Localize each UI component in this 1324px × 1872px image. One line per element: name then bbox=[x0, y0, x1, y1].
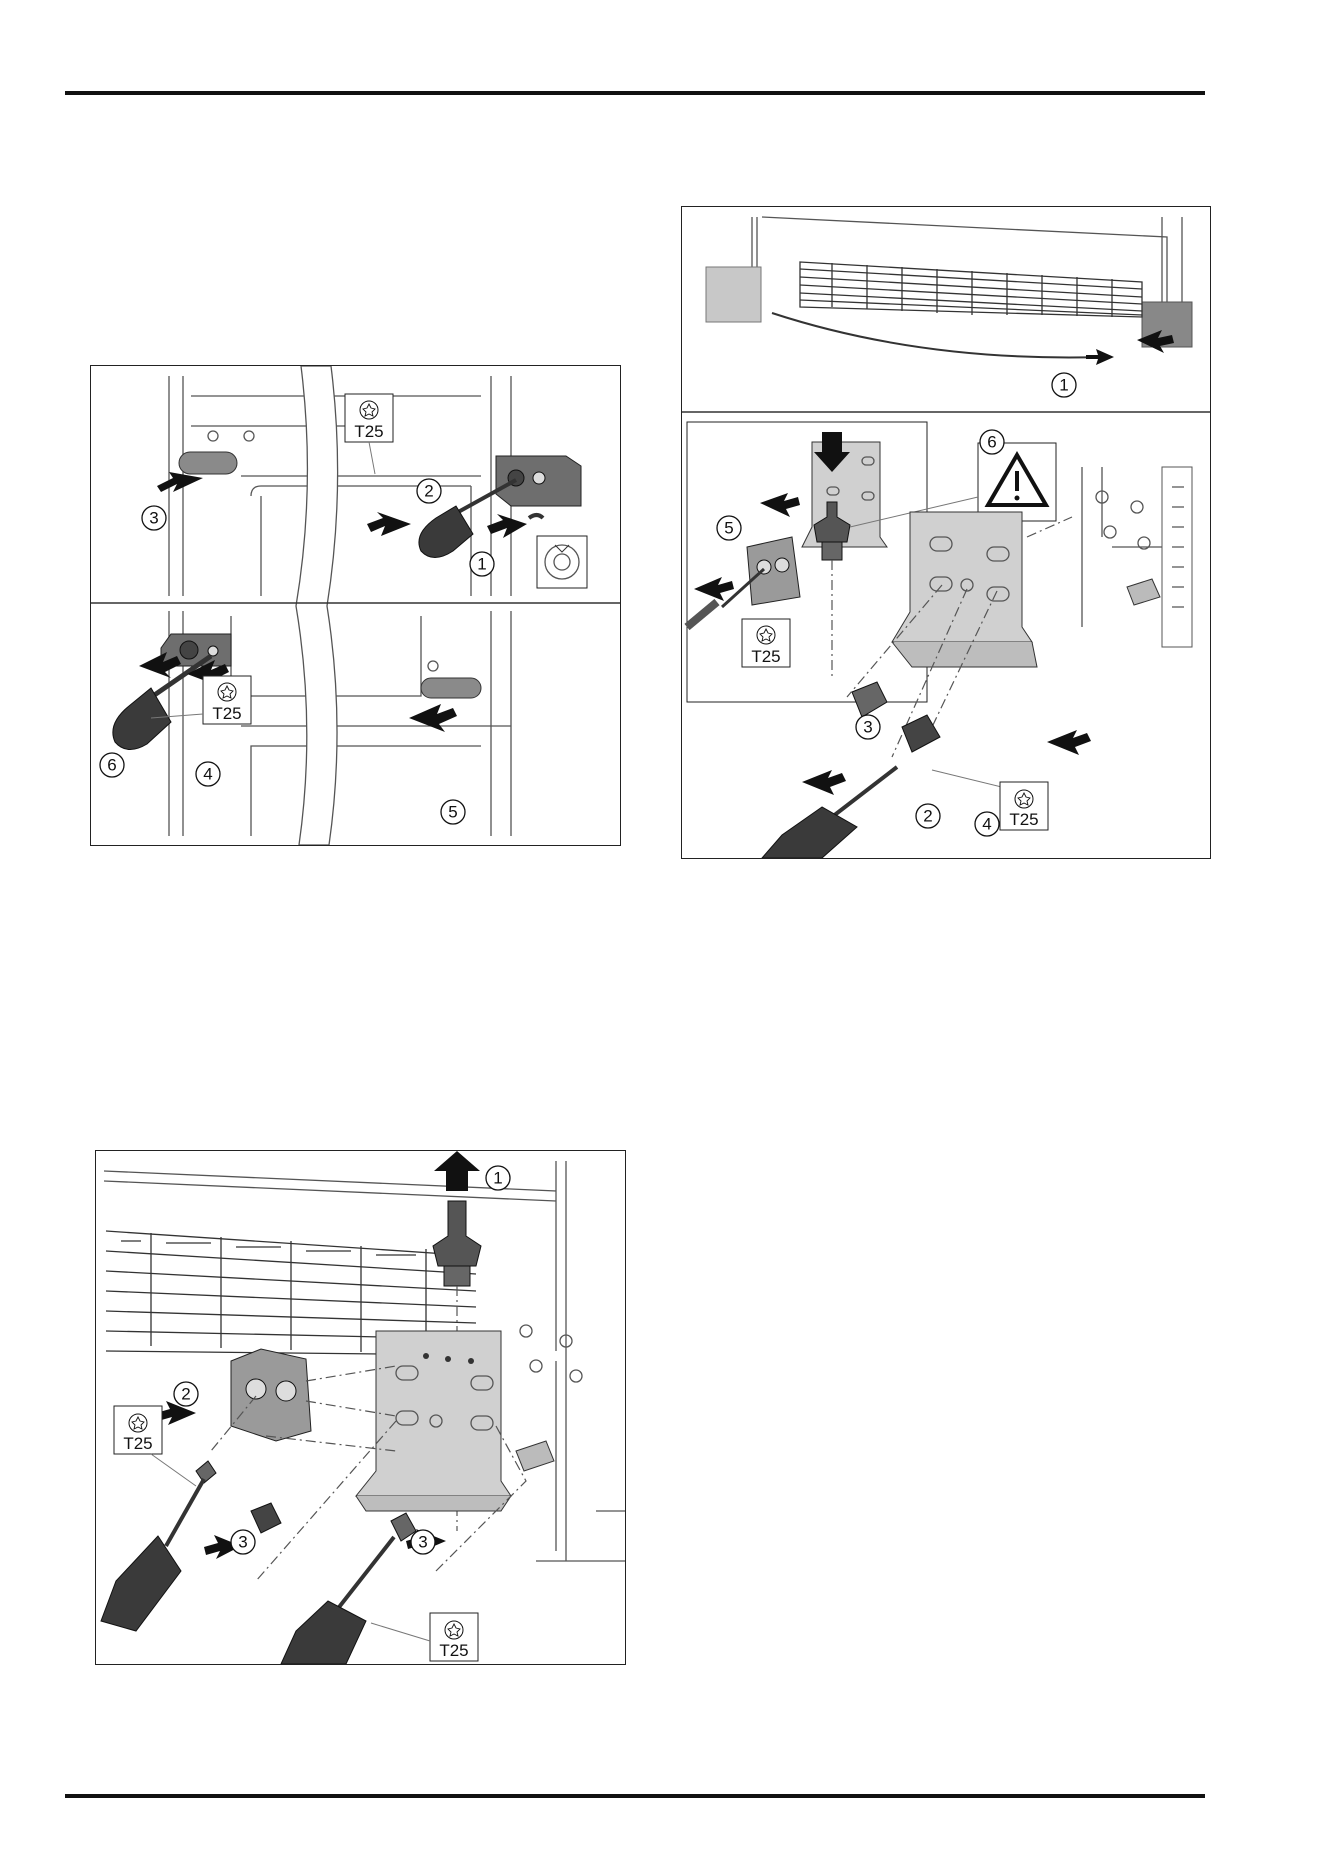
figure-hinge-removal: 1 2 3 3 T25 T25 bbox=[95, 1150, 626, 1665]
figure-bracket-mounting: 1 6 5 3 2 4 T25 T25 bbox=[681, 206, 1211, 859]
figure-hinge-removal-drawing bbox=[96, 1151, 625, 1664]
torx-box bbox=[345, 394, 393, 442]
figure-bracket-mounting-drawing bbox=[682, 207, 1210, 858]
arrow-icon bbox=[157, 472, 203, 492]
figure-hinge-cover-drawing bbox=[91, 366, 620, 845]
top-rule bbox=[65, 91, 1205, 95]
bottom-rule bbox=[65, 1794, 1205, 1798]
figure-hinge-cover: 3 2 1 6 4 5 T25 T25 bbox=[90, 365, 621, 846]
